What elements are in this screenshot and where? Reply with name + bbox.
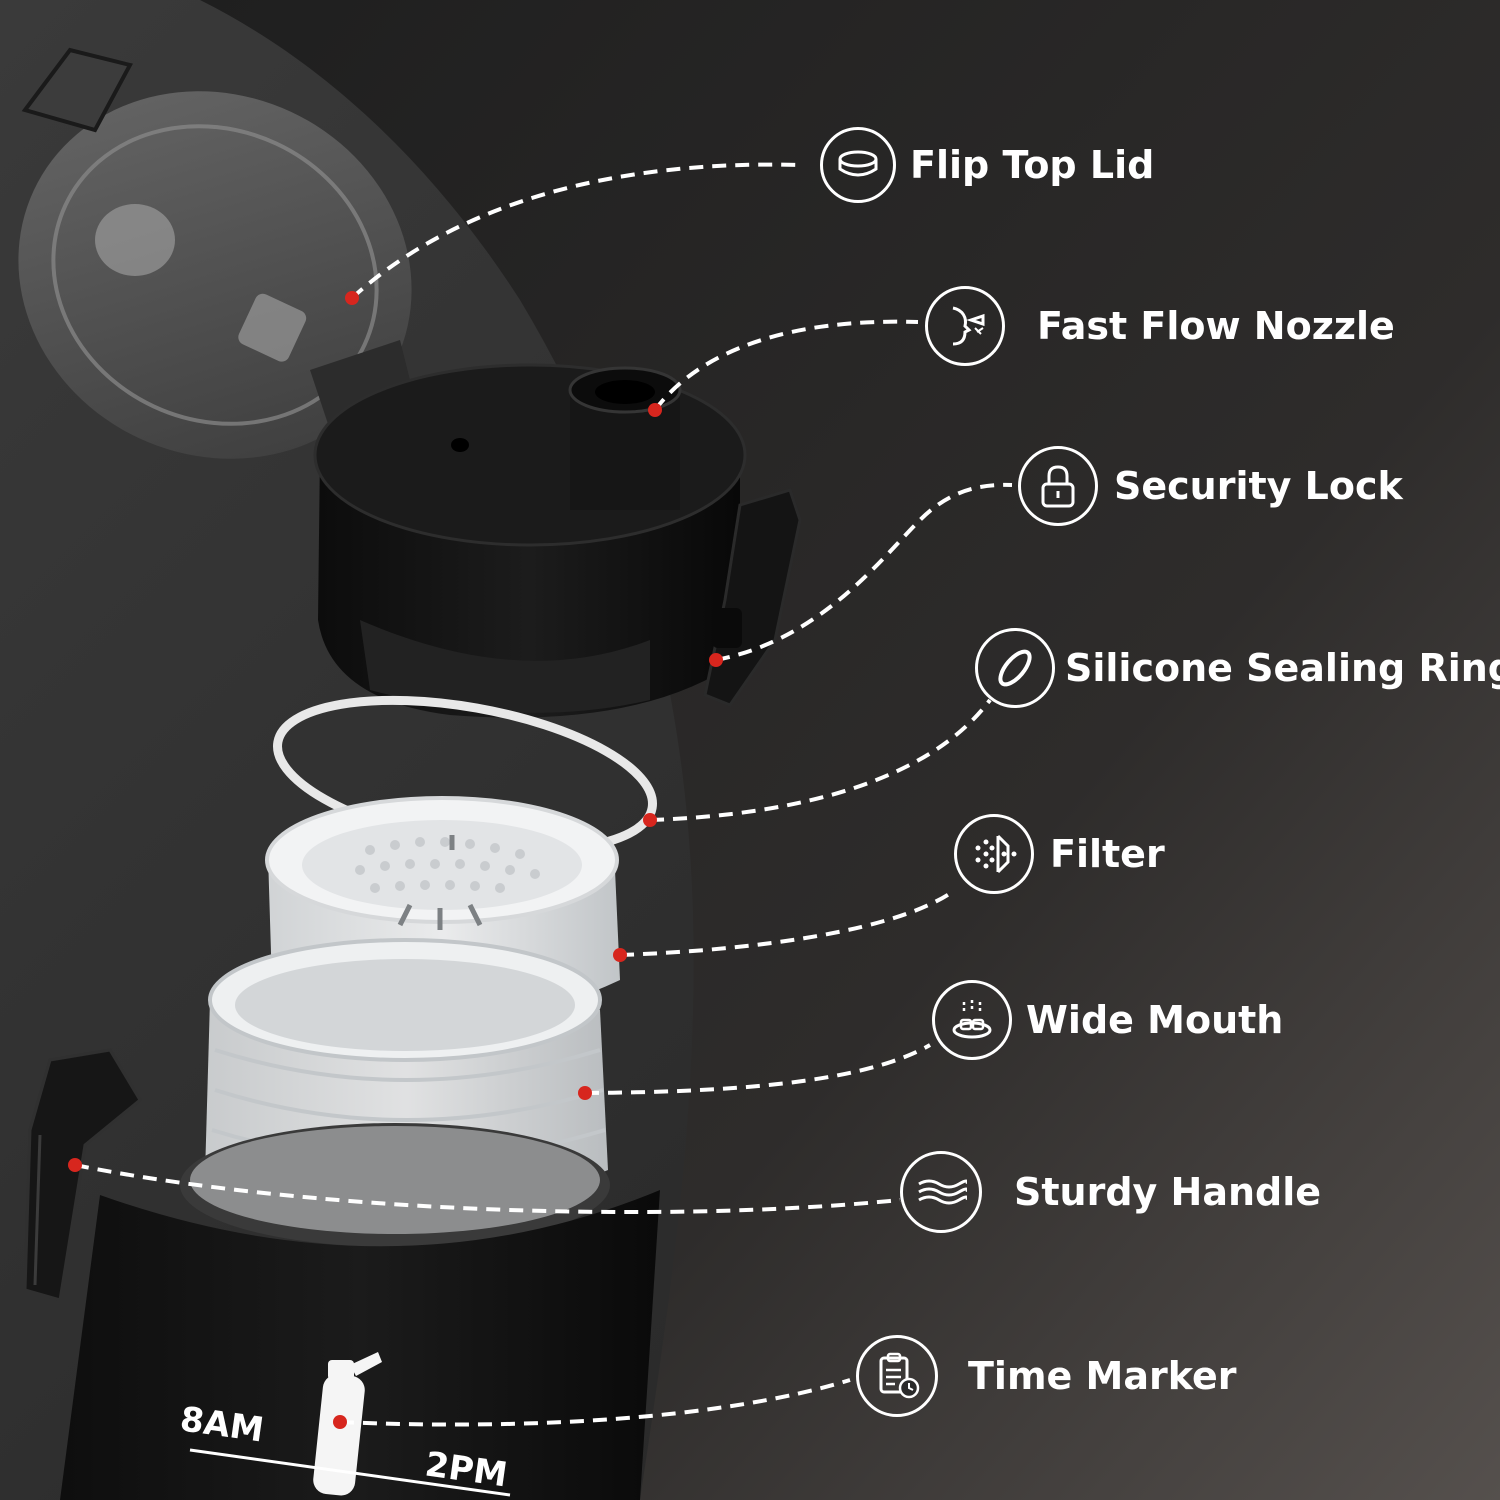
- leader-silicone-sealing-ring: [649, 698, 992, 822]
- clipboard-clock-icon: [856, 1335, 938, 1417]
- leader-fast-flow-nozzle: [653, 319, 919, 412]
- feature-label: Sturdy Handle: [1014, 1170, 1322, 1214]
- feature-sturdy-handle: Sturdy Handle: [900, 1151, 1322, 1233]
- drinking-face-icon: [925, 286, 1005, 366]
- feature-label: Filter: [1050, 832, 1165, 876]
- bottle-neck: [180, 938, 610, 1247]
- leader-security-lock: [715, 482, 1013, 662]
- feature-label: Silicone Sealing Ring: [1065, 646, 1500, 690]
- feature-security-lock: Security Lock: [1018, 446, 1403, 526]
- filter-icon: [954, 814, 1034, 894]
- feature-label: Security Lock: [1114, 464, 1403, 508]
- feature-label: Wide Mouth: [1026, 998, 1284, 1042]
- dot-wide-mouth: [578, 1086, 592, 1100]
- leader-wide-mouth: [584, 1043, 931, 1095]
- padlock-icon: [1018, 446, 1098, 526]
- leader-filter: [619, 888, 957, 957]
- leader-time-marker: [339, 1378, 851, 1427]
- feature-label: Time Marker: [968, 1354, 1237, 1398]
- dot-flip-top-lid: [345, 291, 359, 305]
- leader-flip-top-lid: [350, 162, 801, 300]
- feature-label: Flip Top Lid: [910, 143, 1155, 187]
- feature-time-marker: Time Marker: [856, 1335, 1237, 1417]
- feature-fast-flow-nozzle: Fast Flow Nozzle: [925, 286, 1395, 366]
- ring-icon: [975, 628, 1055, 708]
- dot-sturdy-handle: [68, 1158, 82, 1172]
- cap: [313, 363, 802, 718]
- lid-icon: [820, 127, 896, 203]
- feature-silicone-sealing-ring: Silicone Sealing Ring: [975, 628, 1500, 708]
- feature-filter: Filter: [954, 814, 1165, 894]
- dot-filter: [613, 948, 627, 962]
- woven-strap-icon: [900, 1151, 982, 1233]
- leader-sturdy-handle: [74, 1163, 901, 1215]
- dot-time-marker: [333, 1415, 347, 1429]
- dot-fast-flow-nozzle: [648, 403, 662, 417]
- mini-bottle-marker: [313, 1352, 382, 1496]
- dot-security-lock: [709, 653, 723, 667]
- ice-cubes-icon: [932, 980, 1012, 1060]
- dot-silicone-sealing-ring: [643, 813, 657, 827]
- feature-flip-top-lid: Flip Top Lid: [820, 125, 1154, 205]
- feature-wide-mouth: Wide Mouth: [932, 980, 1283, 1060]
- feature-label: Fast Flow Nozzle: [1037, 304, 1395, 348]
